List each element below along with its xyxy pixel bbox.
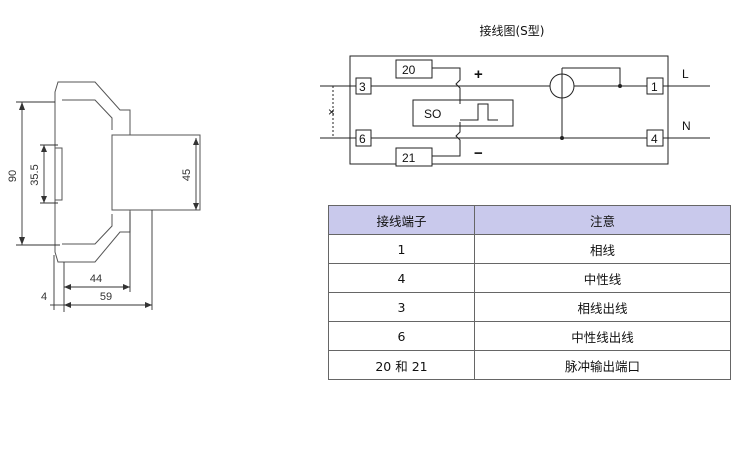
minus-sign: − (474, 145, 483, 162)
housing-outline (54, 81, 201, 263)
note-cell: 脉冲输出端口 (474, 350, 731, 380)
dim-label-44: 44 (90, 273, 102, 285)
note-cell: 相线 (474, 234, 731, 264)
terminal-label-20: 20 (402, 63, 416, 77)
so-label: SO (424, 107, 441, 121)
dim-label-35-5: 35.5 (29, 164, 41, 185)
terminal-1 (646, 77, 664, 95)
terminal-cell: 6 (328, 321, 475, 351)
terminal-cell: 20 和 21 (328, 350, 475, 380)
table-row: 4 中性线 (328, 263, 731, 293)
rail-clip (55, 147, 63, 201)
terminal-3 (355, 77, 372, 95)
housing-inner-line (62, 99, 113, 245)
terminal-cell: 1 (328, 234, 475, 264)
terminal-table: 接线端子 注意 1 相线 4 中性线 3 相线出线 6 中性线出线 20 和 2… (328, 205, 731, 380)
terminal-label-21: 21 (402, 151, 416, 165)
terminal-cell: 3 (328, 292, 475, 322)
terminal-label-1: 1 (651, 80, 658, 94)
note-cell: 相线出线 (474, 292, 731, 322)
column-header: 接线端子 (328, 205, 475, 235)
dim-label-4: 4 (41, 291, 47, 303)
terminal-20 (395, 59, 433, 79)
neutral-label: N (682, 119, 691, 133)
table-header-row: 接线端子 注意 (328, 205, 731, 235)
so-output-box (412, 99, 514, 127)
terminal-label-3: 3 (359, 80, 366, 94)
table-row: 6 中性线出线 (328, 321, 731, 351)
cross-icon: × (328, 105, 335, 119)
plus-sign: + (474, 66, 483, 83)
note-cell: 中性线 (474, 263, 731, 293)
terminal-label-6: 6 (359, 132, 366, 146)
housing-front-step (111, 134, 130, 211)
terminal-label-4: 4 (651, 132, 658, 146)
dim-label-45: 45 (181, 169, 193, 181)
meter-box (349, 55, 669, 165)
wiring-title: 接线图(S型) (479, 24, 545, 38)
terminal-cell: 4 (328, 263, 475, 293)
terminal-6 (355, 129, 372, 147)
table-row: 20 和 21 脉冲输出端口 (328, 350, 731, 380)
dim-label-59: 59 (100, 291, 112, 303)
terminal-4 (646, 129, 664, 147)
dim-label-90: 90 (7, 170, 19, 182)
terminal-21 (395, 147, 433, 167)
dimension-drawing: 90 35.5 45 44 59 4 (7, 81, 201, 312)
wiring-diagram: × 3 6 1 4 20 21 + − SO L N (320, 55, 710, 167)
table-row: 1 相线 (328, 234, 731, 264)
line-label: L (682, 67, 689, 81)
table-row: 3 相线出线 (328, 292, 731, 322)
pulse-icon (460, 103, 498, 121)
note-cell: 中性线出线 (474, 321, 731, 351)
column-header: 注意 (474, 205, 731, 235)
